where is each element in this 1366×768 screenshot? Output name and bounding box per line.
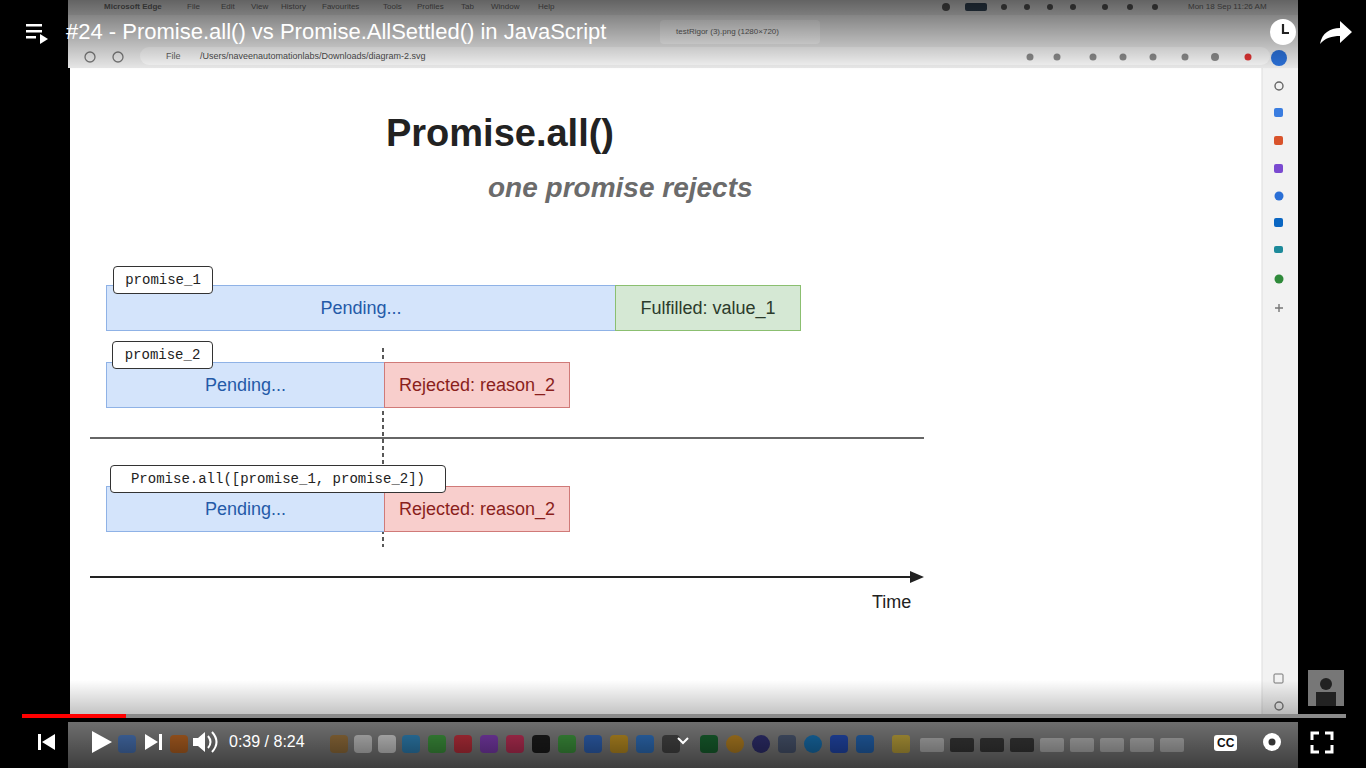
menu-item: Edit <box>221 2 235 11</box>
captions-button: CC <box>1214 735 1237 751</box>
menu-item: Tools <box>383 2 402 11</box>
node-text: Fulfilled: value_1 <box>640 298 775 319</box>
video-title: #24 - Promise.all() vs Promise.AllSettle… <box>66 19 606 45</box>
player-icons <box>26 19 1352 753</box>
node-text: promise_2 <box>125 347 201 363</box>
progress-track <box>22 714 1346 718</box>
menu-item: Favourites <box>322 2 359 11</box>
time-arrowhead <box>910 571 924 583</box>
menu-item: Microsoft Edge <box>104 2 162 11</box>
node-text: Rejected: reason_2 <box>399 375 555 396</box>
node-text: Rejected: reason_2 <box>399 499 555 520</box>
menu-item: View <box>251 2 268 11</box>
diagram-title: Promise.all() <box>386 112 614 155</box>
promise-all-tag: Promise.all([promise_1, promise_2]) <box>110 465 446 493</box>
menu-item: File <box>187 2 200 11</box>
address-scheme: File <box>166 51 181 61</box>
progress-played <box>22 714 126 718</box>
node-text: Pending... <box>320 298 401 319</box>
tab-title: testRigor (3).png (1280×720) <box>676 27 779 36</box>
system-clock: Mon 18 Sep 11:26 AM <box>1188 2 1267 11</box>
fulfilled-bar: Fulfilled: value_1 <box>615 285 801 331</box>
video-time: 0:39 / 8:24 <box>229 733 305 751</box>
menu-item: Tab <box>461 2 474 11</box>
address-path: /Users/naveenautomationlabs/Downloads/di… <box>200 51 426 61</box>
node-text: Pending... <box>205 499 286 520</box>
time-axis <box>90 576 912 578</box>
axis-label: Time <box>872 592 911 613</box>
menu-item: Profiles <box>417 2 444 11</box>
diagram-subtitle: one promise rejects <box>488 172 753 204</box>
rejected-bar: Rejected: reason_2 <box>384 362 570 408</box>
menu-item: Window <box>491 2 519 11</box>
separator-line <box>90 437 924 439</box>
author-thumbnail <box>1308 670 1344 706</box>
menu-item: Help <box>538 2 554 11</box>
node-text: promise_1 <box>125 272 201 288</box>
promise-name-tag: promise_2 <box>112 341 213 369</box>
menu-item: History <box>281 2 306 11</box>
node-text: Pending... <box>205 375 286 396</box>
node-text: Promise.all([promise_1, promise_2]) <box>131 471 425 487</box>
promise-name-tag: promise_1 <box>113 266 213 294</box>
